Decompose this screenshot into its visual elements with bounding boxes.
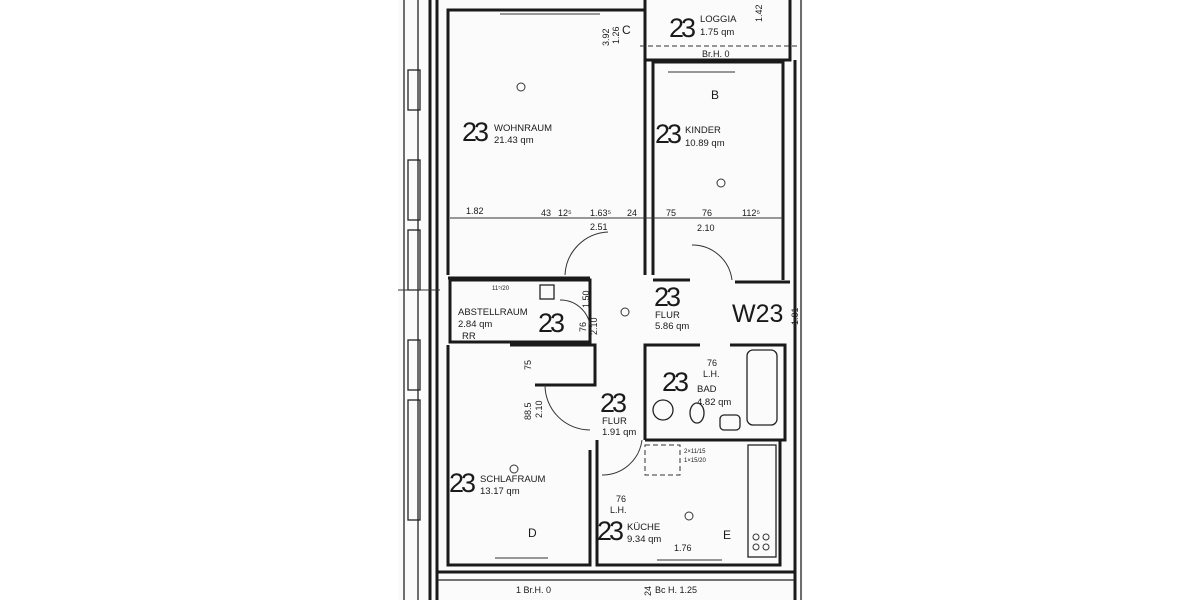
loggia-parapet: Br.H. 0 bbox=[702, 49, 730, 59]
section-marker-d: D bbox=[528, 526, 537, 540]
dim-row-3: 1.63⁵ bbox=[590, 208, 612, 218]
room-area-kinder: 10.89 qm bbox=[685, 138, 725, 149]
room-name-bad: BAD bbox=[697, 384, 717, 395]
bad-lh: L.H. bbox=[703, 369, 720, 379]
dim-row-0: 1.82 bbox=[466, 206, 484, 216]
room-area-loggia: 1.75 qm bbox=[700, 27, 734, 38]
window-dim-2: 1.26 bbox=[611, 26, 621, 44]
schlaf-dim-2: 88.5 bbox=[523, 402, 533, 420]
dim-row-5: 75 bbox=[666, 208, 676, 218]
kueche-lh: L.H. bbox=[610, 505, 627, 515]
stair-note-1: 2×11/15 bbox=[684, 449, 706, 455]
section-marker-e: E bbox=[723, 528, 731, 542]
plan-paper bbox=[398, 0, 803, 600]
bad-width: 76 bbox=[707, 358, 717, 368]
abst-door-dim-2: 76 bbox=[578, 322, 588, 332]
room-number-loggia: 23 bbox=[669, 13, 695, 43]
room-area-bad: 4.82 qm bbox=[697, 397, 731, 408]
room-number-schlafraum: 23 bbox=[449, 468, 475, 498]
bottom-left-parapet: 1 Br.H. 0 bbox=[516, 585, 551, 595]
room-name-kinder: KINDER bbox=[685, 125, 721, 136]
room-area-wohnraum: 21.43 qm bbox=[494, 135, 534, 146]
room-area-flur: 5.86 qm bbox=[655, 321, 689, 332]
walls bbox=[398, 0, 802, 600]
section-marker-c: C bbox=[622, 23, 631, 37]
room-number-abstellraum: 23 bbox=[538, 308, 564, 338]
kueche-window-dim: 1.76 bbox=[674, 543, 692, 553]
bottom-24: 24 bbox=[643, 586, 653, 596]
room-number-wohnraum: 23 bbox=[462, 117, 488, 147]
room-number-kueche: 23 bbox=[597, 516, 623, 546]
room-name-abstellraum: ABSTELLRAUM bbox=[458, 307, 528, 318]
room-number-bad: 23 bbox=[662, 367, 688, 397]
kueche-width: 76 bbox=[616, 494, 626, 504]
room-name-schlafraum: SCHLAFRAUM bbox=[480, 474, 546, 485]
room-number-kinder: 23 bbox=[655, 119, 681, 149]
room-name-flur-2: FLUR bbox=[602, 416, 627, 427]
door-wohn-dim: 2.51 bbox=[590, 222, 608, 232]
stair-note-2: 1×15/20 bbox=[684, 458, 707, 464]
door-kinder-dim: 2.10 bbox=[697, 223, 715, 233]
room-area-kueche: 9.34 qm bbox=[627, 534, 661, 545]
dim-row-4: 24 bbox=[627, 208, 637, 218]
room-name-loggia: LOGGIA bbox=[700, 14, 737, 25]
schlaf-dim-3: 2.10 bbox=[534, 400, 544, 418]
dim-row-2: 12⁵ bbox=[558, 208, 572, 218]
dim-row-1: 43 bbox=[541, 208, 551, 218]
flur-right-dim: 1.01 bbox=[790, 307, 800, 325]
section-marker-b: B bbox=[711, 88, 719, 102]
room-name-kueche: KÜCHE bbox=[627, 522, 660, 533]
abst-door-dim-3: 2.10 bbox=[589, 317, 599, 335]
schlaf-dim-1: 75 bbox=[523, 360, 533, 370]
loggia-width: 1.42 bbox=[754, 4, 764, 22]
room-area-schlafraum: 13.17 qm bbox=[480, 486, 520, 497]
abst-door-dim-1: 1.50 bbox=[581, 290, 591, 308]
apartment-number: W23 bbox=[732, 300, 783, 328]
room-name-wohnraum: WOHNRAUM bbox=[494, 123, 552, 134]
window-dim-1: 3.92 bbox=[601, 28, 611, 46]
room-number-flur: 23 bbox=[654, 282, 680, 312]
bottom-right-parapet: Bc H. 1.25 bbox=[655, 585, 697, 595]
dim-row-6: 76 bbox=[702, 208, 712, 218]
dim-row-7: 112⁵ bbox=[742, 208, 760, 218]
room-area-abstellraum: 2.84 qm bbox=[458, 319, 492, 330]
abst-note: 11⁵/20 bbox=[492, 285, 510, 292]
room-number-flur-2: 23 bbox=[600, 388, 626, 418]
rr-label: RR bbox=[462, 331, 476, 342]
room-area-flur-2: 1.91 qm bbox=[602, 427, 636, 438]
room-name-flur: FLUR bbox=[655, 310, 680, 321]
